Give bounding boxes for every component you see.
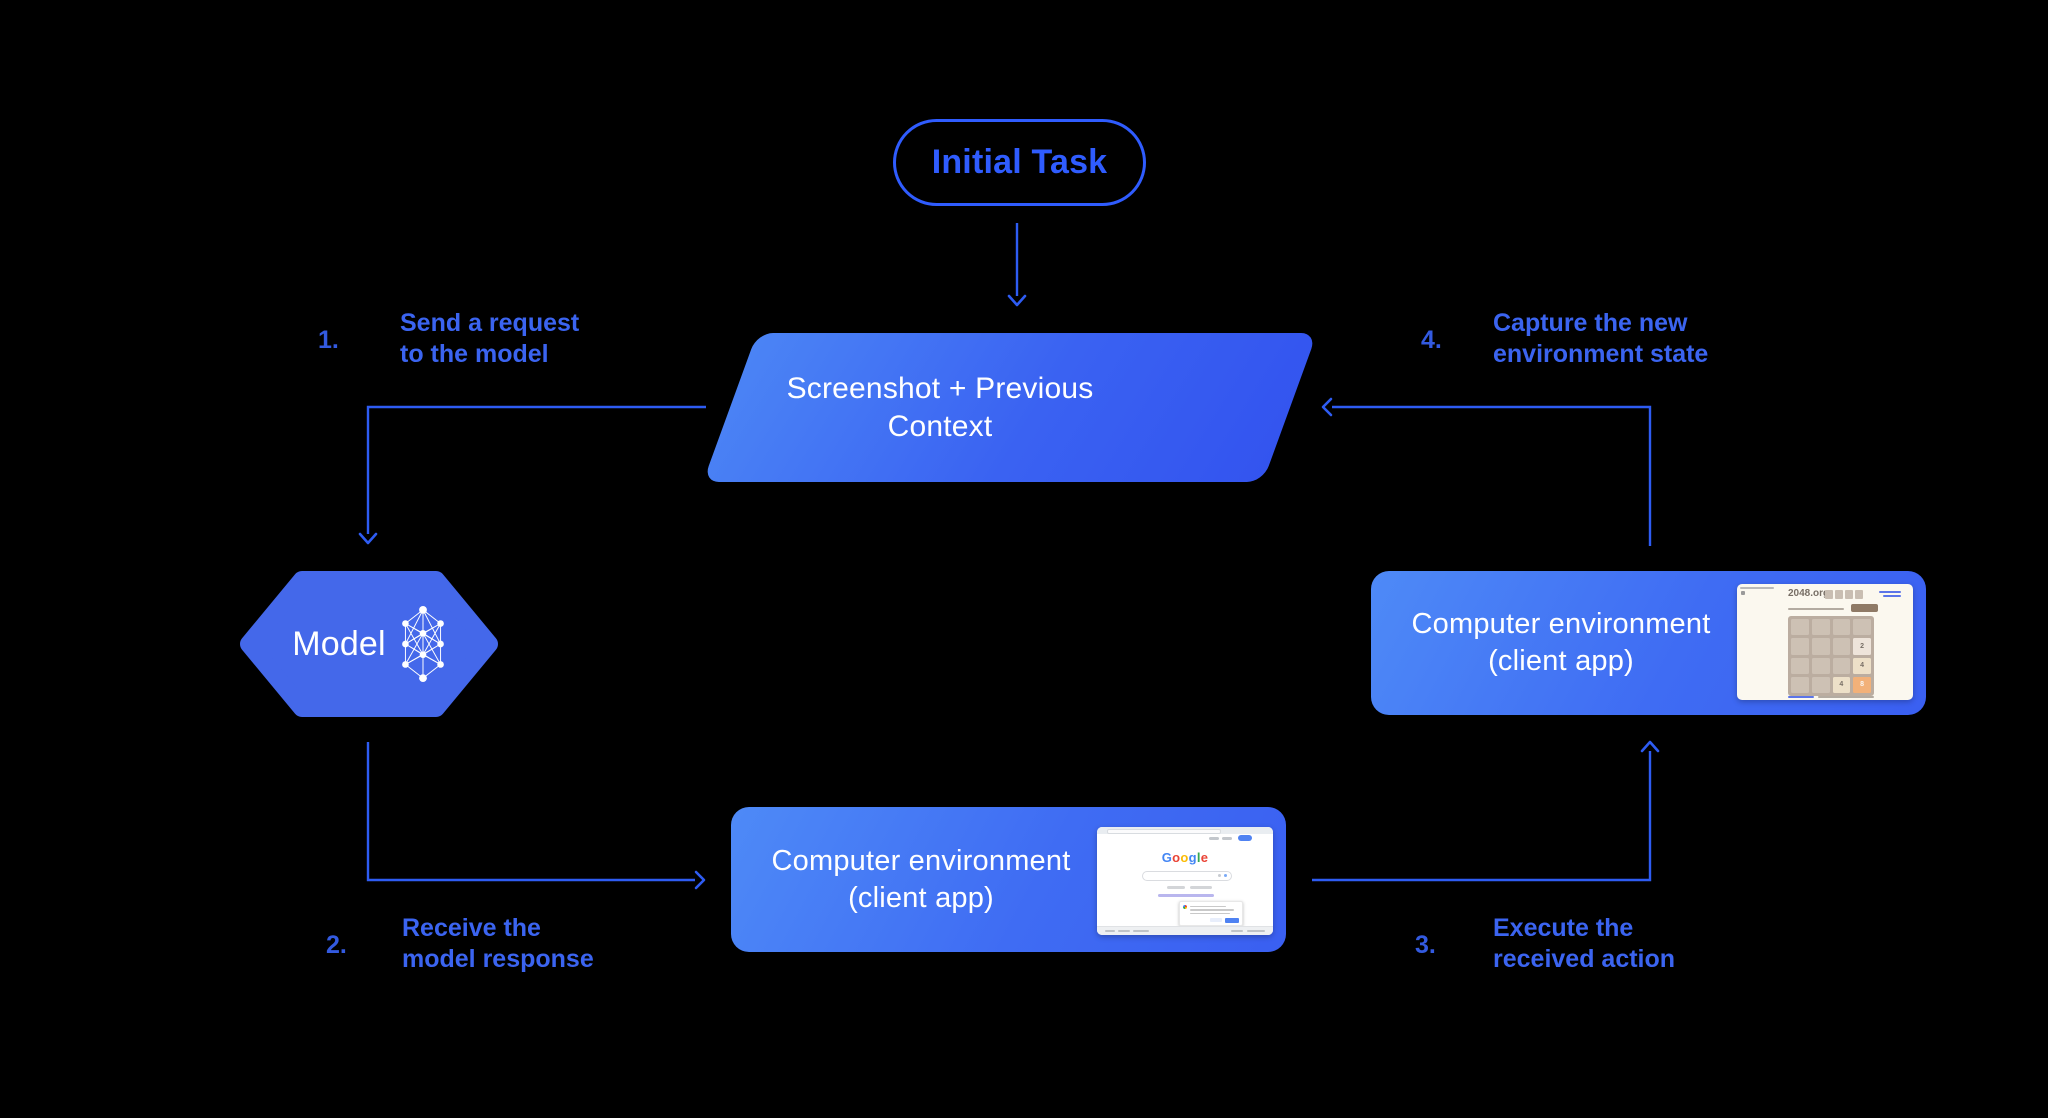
google-search-button [1167,886,1185,889]
neural-network-icon [401,605,444,683]
step-1-number: 1. [318,326,339,354]
tile-8: 8 [1853,676,1871,693]
node-env-client-app-google: Computer environment (client app) Google [731,807,1286,952]
step-3-number: 3. [1415,931,1436,959]
connector-step3 [1312,751,1652,882]
step-1-label: Send a request to the model [400,309,580,368]
arrowhead-right-icon [694,870,706,890]
google-homepage-thumbnail: Google [1097,827,1273,935]
step-2-label: Receive the model response [402,914,594,973]
tile-4: 4 [1832,676,1851,693]
search-input [1142,871,1232,881]
images-link [1222,837,1232,840]
site-title: 2048.org [1788,588,1830,599]
how-to-play-link [1788,695,1814,698]
score-box [1825,590,1833,599]
game-grid: 2 4 4 8 [1788,616,1874,696]
score-box [1835,590,1843,599]
node-initial-task: Initial Task [893,119,1146,206]
cookie-consent-dialog [1179,901,1243,926]
footer-bar [1097,926,1273,935]
language-links [1158,894,1214,897]
step-4-label: Capture the new environment state [1493,309,1709,368]
arrowhead-down-icon [1007,294,1027,307]
hexagon-shape [240,571,498,717]
step-4-number: 4. [1421,326,1442,354]
window-title-bar [1740,587,1774,590]
initial-task-label: Initial Task [931,143,1108,181]
google-logo: Google [1161,850,1209,865]
node-env-client-app-2048: Computer environment (client app) 2048.o… [1371,571,1926,715]
env-right-label: Computer environment (client app) [1411,608,1711,677]
url-bar [1107,829,1221,834]
env-bottom-label: Computer environment (client app) [771,844,1071,914]
cookie-settings-button [1210,918,1222,922]
footer-text [1818,695,1874,698]
connector-step2 [366,742,695,882]
connector-step4 [1332,405,1652,546]
header-link [1883,595,1901,598]
sign-in-button [1238,835,1252,841]
instructions-text [1788,608,1844,611]
arrowhead-up-icon [1640,740,1660,753]
new-game-button [1851,604,1878,612]
arrowhead-left-icon [1321,397,1333,417]
node-model: Model [240,571,498,717]
node-screenshot-context: Screenshot + Previous Context [702,333,1318,482]
cookie-accept-button [1225,917,1239,923]
score-box [1855,590,1863,599]
google-icon [1183,905,1187,909]
step-3-label: Execute the received action [1493,914,1676,973]
back-icon [1741,591,1745,595]
step-2-number: 2. [326,931,347,959]
gmail-link [1209,837,1219,840]
tile-4: 4 [1853,657,1871,674]
score-box [1845,590,1853,599]
tile-2: 2 [1853,638,1871,655]
feeling-lucky-button [1190,886,1212,889]
model-label: Model [292,624,386,663]
screenshot-context-label: Screenshot + Previous Context [786,371,1094,443]
mic-icon [1224,874,1227,877]
connector-step1 [366,405,706,534]
header-link [1879,591,1901,594]
game-2048-thumbnail: 2048.org 2 4 4 8 [1737,584,1913,700]
arrowhead-down-icon [358,532,378,545]
browser-chrome [1097,827,1273,834]
